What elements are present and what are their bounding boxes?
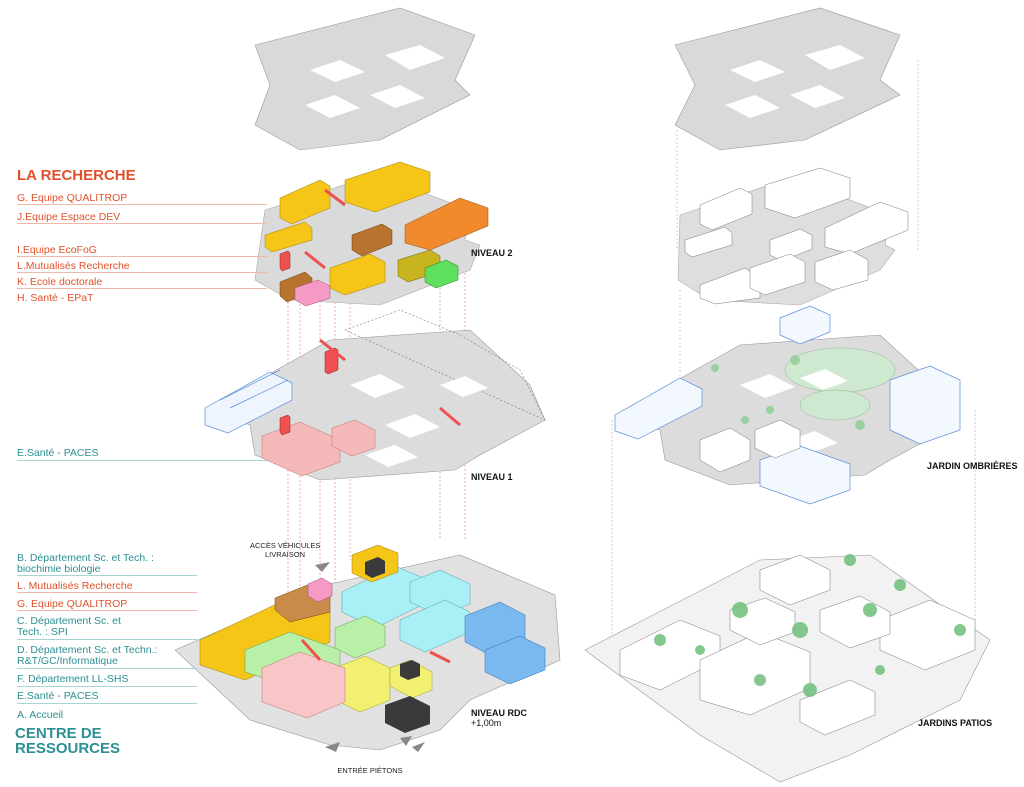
legend-ground-underline	[17, 686, 197, 687]
legend-ground-item: biochimie biologie	[17, 563, 101, 575]
legend-research-item: J.Equipe Espace DEV	[17, 211, 121, 223]
legend-research-underline	[17, 288, 267, 289]
block-red-n2	[279, 250, 291, 272]
block-yellow-n2	[264, 161, 431, 296]
block-salmon-n1	[261, 421, 341, 477]
roof-left	[254, 7, 476, 151]
level-2-right	[677, 167, 909, 306]
legend-ground-item: L. Mutualisés Recherche	[17, 580, 133, 592]
heading-resources-line1: CENTRE DE	[15, 725, 102, 742]
block-blue2-rdc	[484, 635, 546, 685]
entry-arrow-left-icon	[325, 742, 340, 752]
block-pink-n2	[294, 279, 331, 307]
legend-ground-item: Tech. : SPI	[17, 626, 68, 638]
level-label-n1: NIVEAU 1	[471, 472, 513, 482]
legend-ground-underline	[17, 639, 197, 640]
legend-research-underline	[17, 272, 267, 273]
legend-ground-item: B. Département Sc. et Tech. :	[17, 552, 154, 564]
level-1-right	[614, 305, 961, 505]
legend-research-item: I.Equipe EcoFoG	[17, 244, 97, 256]
block-pink-rdc	[307, 577, 333, 603]
entry-arrow-bottom-icon	[400, 736, 412, 746]
legend-ground-item: G. Equipe QUALITROP	[17, 598, 128, 610]
legend-ground-item: R&T/GC/Informatique	[17, 655, 118, 667]
legend-ground-item: E.Santé - PACES	[17, 690, 99, 702]
legend-research-underline	[17, 256, 267, 257]
legend-level1-underline	[17, 460, 267, 461]
level-label-rdc: NIVEAU RDC	[471, 708, 528, 718]
legend-ground-item: A. Accueil	[17, 709, 64, 721]
trees-n1	[711, 355, 865, 430]
level-label-n2: NIVEAU 2	[471, 248, 513, 258]
block-red-n1	[324, 347, 339, 375]
legend-ground-item: F. Département LL-SHS	[17, 673, 129, 685]
legend-ground-underline	[17, 592, 197, 593]
legend-ground-item: C. Département Sc. et	[17, 615, 121, 627]
garden-label-shade: JARDIN OMBRIÈRES	[927, 461, 1018, 471]
garden-label-patios: JARDINS PATIOS	[918, 718, 993, 728]
legend-ground-underline	[17, 668, 197, 669]
shade-structures	[614, 305, 961, 505]
legend-research-underline	[17, 204, 267, 205]
access-arrow-icon	[315, 562, 330, 572]
access-label-line1: ACCÈS VÉHICULES	[250, 541, 321, 550]
greenhouse-n1	[204, 369, 293, 434]
legend-research-item: L.Mutualisés Recherche	[17, 260, 130, 272]
access-label-line2: LIVRAISON	[264, 550, 305, 559]
roof-right	[674, 7, 901, 151]
block-red2-n1	[279, 414, 291, 436]
level-label-rdc-height: +1,00m	[471, 718, 502, 728]
block-salmon2-n1	[331, 419, 376, 457]
legend-level1-item: E.Santé - PACES	[17, 447, 99, 459]
heading-research: LA RECHERCHE	[17, 167, 136, 184]
block-pink-yellow-rdc	[261, 651, 346, 719]
trees-rdc	[654, 554, 966, 697]
legend-ground-underline	[17, 703, 197, 704]
stair-red-n2	[304, 188, 346, 270]
legend-research-item: G. Equipe QUALITROP	[17, 192, 128, 204]
legend-research-item: K. Ecole doctorale	[17, 276, 103, 288]
connector-lines-right	[611, 60, 976, 650]
heading-resources-line2: RESSOURCES	[15, 740, 121, 757]
block-dark-rdc	[385, 696, 430, 733]
legend-research-underline	[17, 223, 267, 224]
block-lightgreen2-rdc	[334, 615, 386, 659]
block-orange-n2	[404, 197, 489, 251]
legend-ground-underline	[17, 575, 197, 576]
level-rdc-left	[174, 544, 561, 752]
block-dark2-rdc	[400, 660, 420, 680]
block-cyan2-rdc	[409, 569, 471, 617]
block-brown-n2	[351, 223, 393, 257]
level-1-left	[204, 309, 546, 481]
shade-garden-patch	[784, 347, 896, 393]
level-2-left	[254, 161, 489, 307]
legend-ground-underline	[17, 610, 197, 611]
legend-ground-item: D. Département Sc. et Techn.:	[17, 644, 158, 656]
legend-research-item: H. Santé - EPaT	[17, 292, 94, 304]
level-rdc-right	[584, 554, 991, 783]
block-green-n2	[424, 259, 459, 289]
pedestrian-entry-label: ENTRÉE PIÉTONS	[337, 766, 403, 775]
entry-arrow-right-icon	[412, 742, 425, 752]
